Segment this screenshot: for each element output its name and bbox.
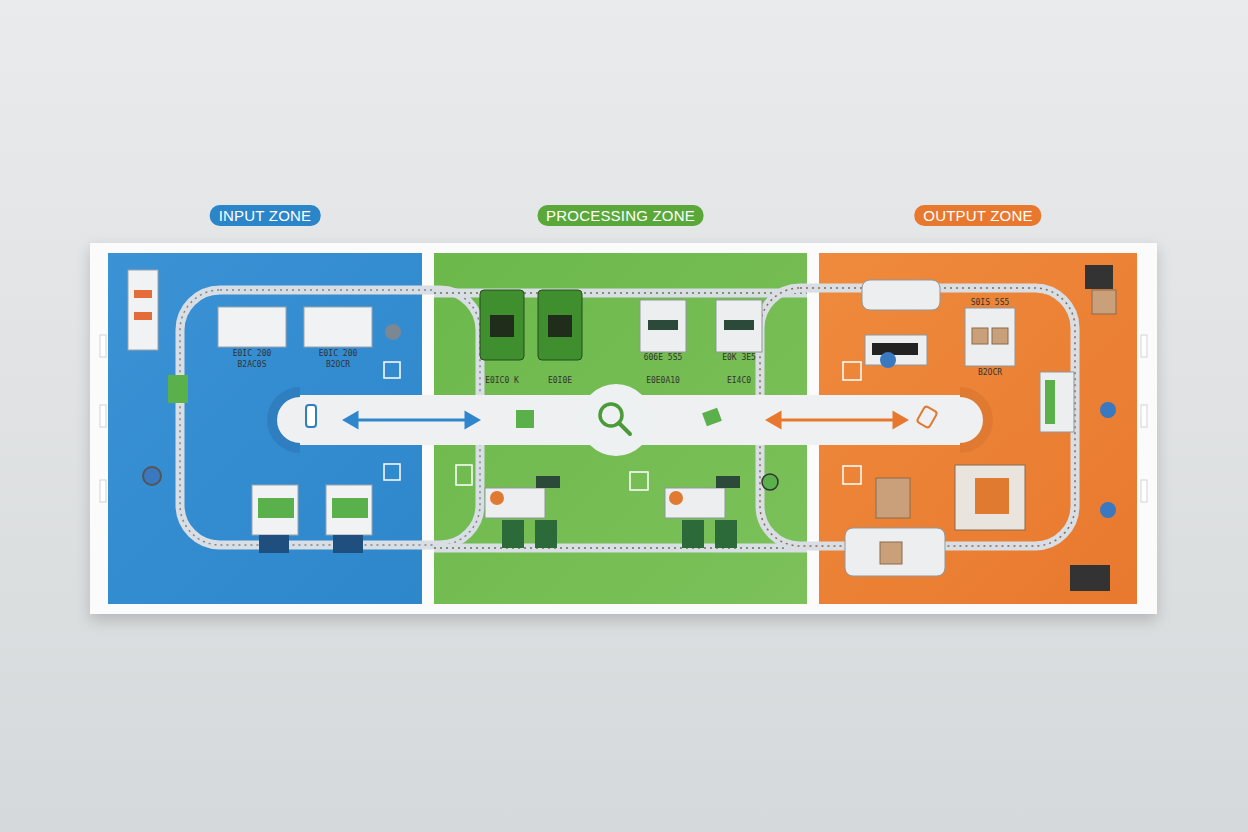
machine-label: E0E0A10 xyxy=(646,376,680,385)
zone-heading: OUTPUT ZONE xyxy=(914,205,1041,226)
machine-label: E0I0E xyxy=(548,376,572,385)
machine-label: E0IC 200 xyxy=(233,349,272,358)
machine-label: EI4C0 xyxy=(727,376,751,385)
zone-area: INPUT ZONE xyxy=(108,253,422,604)
machine-label: E0K 3E5 xyxy=(722,353,756,362)
machine-label: B2AC0S xyxy=(238,360,267,369)
machine-label: B2OCR xyxy=(326,360,350,369)
machine-label: B2OCR xyxy=(978,368,1002,377)
zone-heading: INPUT ZONE xyxy=(210,205,321,226)
machine-label: E0IC 200 xyxy=(319,349,358,358)
machine-label: S0IS 5S5 xyxy=(971,298,1010,307)
zone-heading: PROCESSING ZONE xyxy=(537,205,704,226)
zone-area: PROCESSING ZONE xyxy=(434,253,807,604)
machine-label: E0IC0 K xyxy=(485,376,519,385)
machine-label: 606E 5S5 xyxy=(644,353,683,362)
